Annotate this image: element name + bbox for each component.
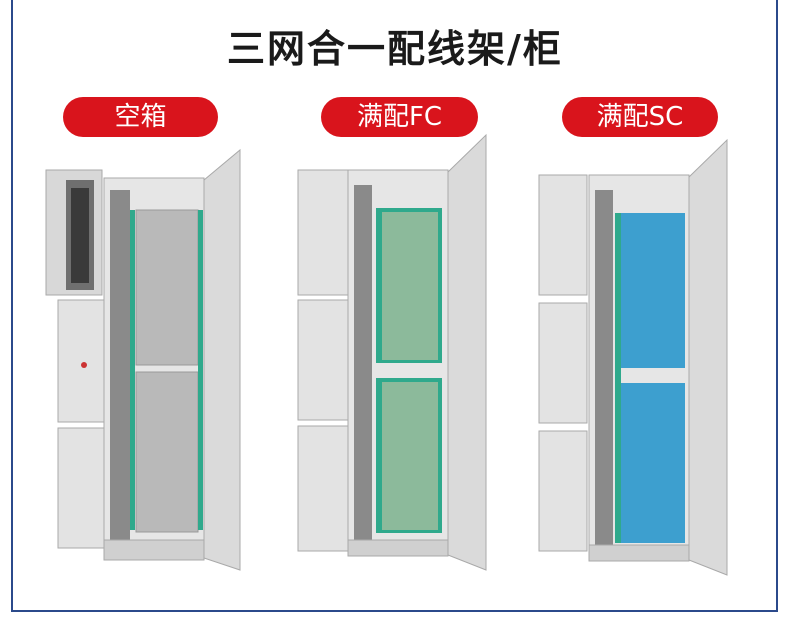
badge-empty-cabinet: 空箱 — [63, 97, 218, 137]
badge-full-fc: 满配FC — [321, 97, 478, 137]
cabinet-full-fc-image — [297, 133, 487, 571]
page-title: 三网合一配线架/柜 — [227, 27, 563, 71]
badge-full-sc: 满配SC — [562, 97, 718, 137]
cabinet-empty-image — [45, 148, 241, 571]
cabinet-full-sc-image — [538, 138, 728, 576]
